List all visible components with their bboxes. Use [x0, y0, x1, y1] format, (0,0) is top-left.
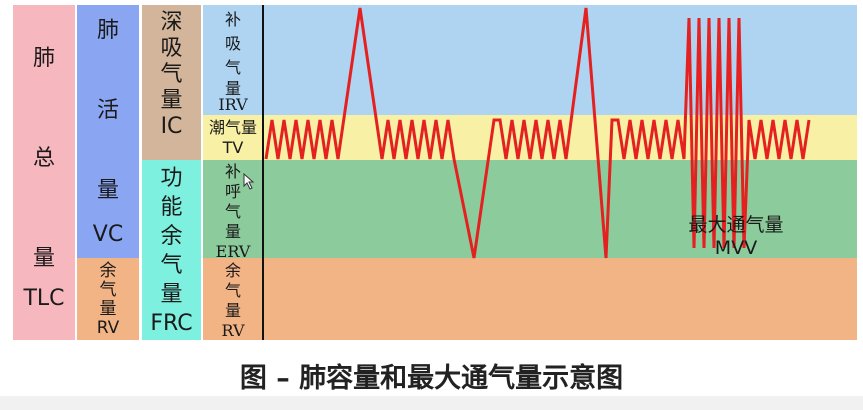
tlc-column	[13, 5, 75, 340]
frc-char-2: 能	[160, 195, 183, 220]
rv-side-abbr: RV	[96, 318, 120, 338]
rv-side-char-2: 气	[99, 280, 117, 300]
irv-char-1: 补	[224, 10, 241, 29]
frc-char-3: 余	[160, 224, 183, 249]
frc-char-5: 量	[160, 282, 183, 307]
rv-band-label: 余 气 量 RV	[203, 261, 263, 341]
spirometry-trace	[264, 7, 811, 259]
rv-band-char-2: 气	[224, 281, 241, 300]
rv-band-abbr: RV	[221, 321, 245, 340]
ic-label: 深 吸 气 量 IC	[142, 10, 201, 140]
irv-char-3: 气	[224, 58, 241, 77]
erv-char-1: 补	[224, 162, 241, 181]
rv-side-label: 余 气 量 RV	[77, 262, 139, 338]
erv-char-2: 呼	[224, 182, 241, 201]
irv-char-4: 量	[224, 79, 241, 98]
erv-label: 补 呼 气 量 ERV	[203, 162, 263, 262]
footer-band	[0, 396, 863, 410]
vc-label: 肺 活 量 VC	[77, 12, 139, 247]
rv-side-char-1: 余	[99, 261, 117, 281]
rv-side-char-3: 量	[99, 299, 117, 319]
ic-char-1: 深	[160, 10, 183, 35]
rv-column	[77, 258, 139, 340]
irv-band	[203, 5, 857, 115]
tlc-label: 肺 总 量 TLC	[13, 40, 75, 311]
tv-abbr: TV	[222, 138, 244, 157]
vc-char-3: 量	[96, 178, 119, 203]
erv-char-3: 气	[224, 202, 241, 221]
tv-name: 潮气量	[208, 118, 257, 137]
ic-char-2: 吸	[160, 36, 183, 61]
mvv-name: 最大通气量	[688, 214, 784, 236]
tv-label: 潮气量 TV	[203, 118, 263, 158]
ic-char-4: 量	[160, 88, 183, 113]
ic-column	[142, 5, 201, 160]
tlc-char-1: 肺	[32, 46, 55, 71]
frc-char-4: 气	[160, 253, 183, 278]
irv-char-2: 吸	[224, 34, 241, 53]
tlc-char-3: 量	[32, 246, 55, 271]
mvv-abbr: MVV	[714, 237, 758, 259]
mvv-annotation: 最大通气量 MVV	[666, 214, 806, 260]
frc-column	[142, 160, 201, 340]
rv-band	[203, 258, 857, 340]
tlc-abbr: TLC	[23, 286, 65, 311]
vc-char-1: 肺	[96, 18, 119, 43]
vc-char-2: 活	[96, 98, 119, 123]
rv-band-char-3: 量	[224, 301, 241, 320]
rv-band-char-1: 余	[224, 261, 241, 280]
figure-caption: 图 – 肺容量和最大通气量示意图	[239, 363, 624, 394]
vc-abbr: VC	[92, 222, 124, 247]
erv-abbr: ERV	[215, 242, 251, 261]
vc-column	[77, 5, 139, 258]
irv-label: 补 吸 气 量 IRV	[203, 8, 263, 114]
erv-char-4: 量	[224, 222, 241, 241]
ic-abbr: IC	[160, 114, 183, 139]
frc-label: 功 能 余 气 量 FRC	[142, 164, 201, 338]
ic-char-3: 气	[160, 62, 183, 87]
tlc-char-2: 总	[32, 146, 55, 171]
mouse-cursor-icon	[243, 172, 255, 190]
irv-abbr: IRV	[218, 95, 248, 114]
frc-abbr: FRC	[150, 311, 193, 336]
frc-char-1: 功	[160, 166, 183, 191]
